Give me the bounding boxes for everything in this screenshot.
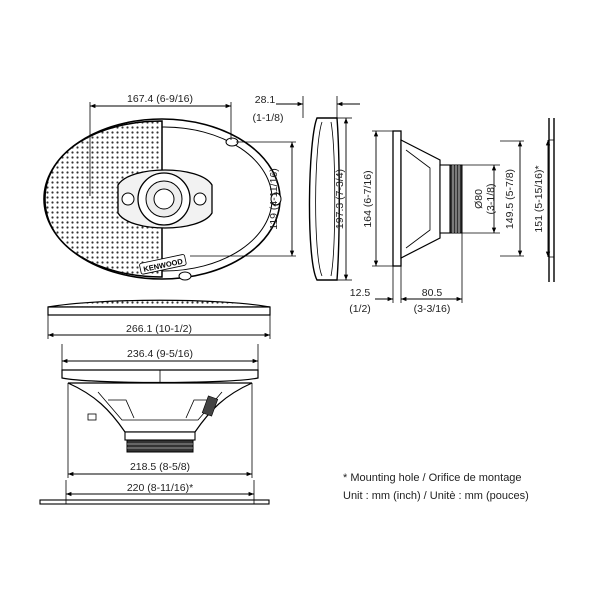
top-frame xyxy=(47,306,271,316)
motor-plate xyxy=(124,431,196,441)
dim-basket-bottom: 218.5 (8-5/8) xyxy=(130,461,190,473)
terminal xyxy=(201,395,219,417)
grill-area xyxy=(44,120,163,278)
side-view: 28.1 (1-1/8) 197.3 (7-3/4) xyxy=(253,94,360,281)
depth-motor-plate xyxy=(439,164,451,234)
dim-front-width: 167.4 (6-9/16) xyxy=(127,93,193,105)
dim-cutout-width: 220 (8-11/16)* xyxy=(127,482,193,494)
dim-magnet-inch: (3-1/8) xyxy=(485,184,497,215)
note-units: Unit : mm (inch) / Unitè : mm (pouces) xyxy=(343,490,529,502)
dim-basket-width: 236.4 (9-5/16) xyxy=(127,348,193,360)
dim-total-depth-inch: (3-3/16) xyxy=(414,303,451,315)
center-driver-dome xyxy=(153,188,175,210)
magnet xyxy=(126,439,194,453)
mounting-hole-right xyxy=(270,192,282,206)
dim-hole-spacing: 119 (4-11/16) xyxy=(268,168,280,229)
top-profile-view: 266.1 (10-1/2) xyxy=(47,299,271,339)
dim-inner-height: 149.5 (5-7/8) xyxy=(504,169,516,229)
dim-mount-depth-inch: (1/2) xyxy=(349,303,371,315)
dim-total-depth: 80.5 xyxy=(422,287,443,299)
basket-body xyxy=(67,382,253,433)
dim-top-offset: 28.1 xyxy=(255,94,276,106)
bottom-view: 236.4 (9-5/16) 218.5 (8-5/8) 220 (8-11/1… xyxy=(39,344,270,505)
dim-side-height: 197.3 (7-3/4) xyxy=(334,169,346,229)
dim-top-offset-inch: (1-1/8) xyxy=(253,112,284,124)
dim-magnet: Ø80 xyxy=(473,189,485,209)
tweeter-right xyxy=(193,192,207,206)
mounting-panel xyxy=(39,499,270,505)
tweeter-left xyxy=(121,192,135,206)
note-mounting-hole: * Mounting hole / Orifice de montage xyxy=(343,472,522,484)
dim-overall-width: 266.1 (10-1/2) xyxy=(126,323,192,335)
mounting-hole-bottom xyxy=(178,271,192,281)
depth-view: 164 (6-7/16) Ø80 (3-1/8) 149.5 (5-7/8) 1… xyxy=(349,118,555,315)
dim-mount-depth: 12.5 xyxy=(350,287,371,299)
depth-flange xyxy=(392,130,402,267)
top-grill xyxy=(47,299,271,308)
front-view: KENWOOD 167.4 (6-9/16) 119 (4-11/16) xyxy=(43,93,296,281)
dim-cutout-height: 151 (5-15/16)* xyxy=(533,165,545,232)
depth-basket xyxy=(400,139,441,259)
dim-depth-height: 164 (6-7/16) xyxy=(362,170,374,227)
brand-badge xyxy=(139,254,187,275)
